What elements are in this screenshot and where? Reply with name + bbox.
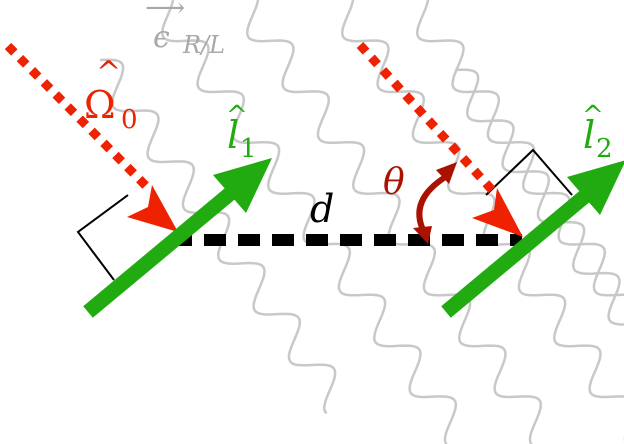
theta-arrowhead-bottom-icon [413, 226, 432, 244]
wave-icon [160, 0, 458, 444]
incident-ray-right [356, 41, 496, 194]
right-angle-icon-right [485, 148, 573, 196]
theta-arrowhead-top-icon [436, 162, 457, 184]
theta-label: θ [383, 162, 405, 203]
dipole-arrowhead-l2-icon [567, 160, 624, 215]
wave-icon [454, 68, 624, 326]
l1-hat: ^ [226, 101, 248, 131]
distance-label: d [310, 187, 334, 231]
omega-subscript: 0 [121, 105, 138, 135]
epsilon-arrow: ⟶ [145, 0, 185, 24]
l2-symbol: l [583, 113, 595, 157]
epsilon-symbol: ϵ [153, 20, 170, 55]
wave-icon [245, 0, 543, 444]
l2-hat: ^ [582, 101, 604, 131]
dipole-arrowhead-l1-icon [213, 158, 272, 213]
incident-arrowhead-left-icon [127, 185, 178, 232]
theta-angle-arrow-icon [416, 173, 449, 234]
epsilon-subscript: R/L [182, 31, 225, 59]
l2-subscript: 2 [596, 134, 613, 164]
omega-symbol: Ω [84, 83, 116, 127]
wave-icon [99, 58, 337, 415]
dipole-arrow-l1 [83, 186, 237, 318]
l1-subscript: 1 [240, 134, 257, 164]
dipole-arrow-l2 [441, 186, 595, 318]
right-angle-icon-left [76, 194, 129, 281]
l1-symbol: l [227, 113, 239, 157]
incident-arrowhead-right-icon [472, 188, 523, 237]
omega-hat: ^ [96, 55, 121, 90]
